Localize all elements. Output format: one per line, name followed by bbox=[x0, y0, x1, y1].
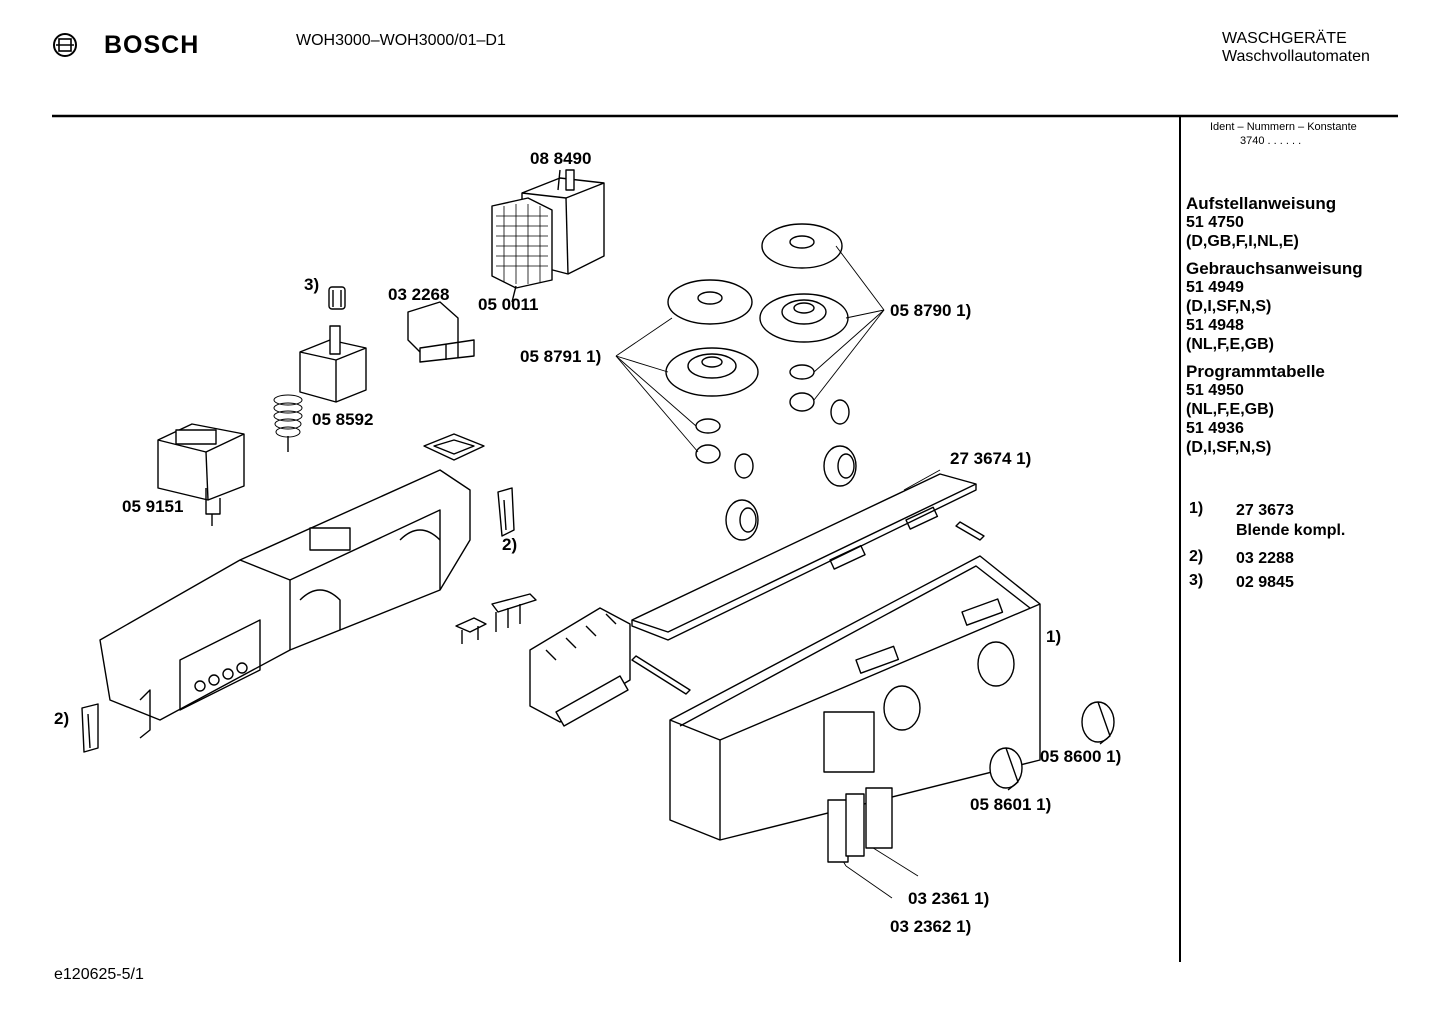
label-27-3674: 27 3674 1) bbox=[950, 449, 1031, 468]
note-3-line-1: 02 9845 bbox=[1236, 574, 1294, 591]
category-line-1: WASCHGERÄTE bbox=[1222, 30, 1347, 47]
section-title: Gebrauchsanweisung bbox=[1186, 259, 1363, 278]
label-03-2362: 03 2362 1) bbox=[890, 917, 971, 936]
ident-label: Ident – Nummern – Konstante bbox=[1210, 121, 1357, 133]
push-buttons-part bbox=[827, 787, 893, 863]
label-note-3: 3) bbox=[304, 275, 319, 294]
label-05-8790: 05 8790 1) bbox=[890, 301, 971, 320]
section-title: Aufstellanweisung bbox=[1186, 194, 1337, 213]
note-1-line-1: 27 3673 bbox=[1236, 502, 1294, 519]
section-line: (D,I,SF,N,S) bbox=[1186, 439, 1272, 456]
frame-part bbox=[423, 433, 485, 461]
section-line: (NL,F,E,GB) bbox=[1186, 336, 1274, 353]
cover-plate-part bbox=[631, 473, 985, 695]
ident-value: 3740 . . . . . . bbox=[1240, 135, 1302, 147]
label-03-2361: 03 2361 1) bbox=[908, 889, 989, 908]
note-1-line-2: Blende kompl. bbox=[1236, 522, 1346, 539]
drawing-id: e120625-5/1 bbox=[54, 966, 144, 983]
relay-part bbox=[157, 423, 245, 526]
spring-clip-part bbox=[81, 487, 515, 753]
section-line: (NL,F,E,GB) bbox=[1186, 401, 1274, 418]
section-line: 51 4949 bbox=[1186, 279, 1244, 296]
note-3-key: 3) bbox=[1189, 572, 1204, 589]
label-05-8592: 05 8592 bbox=[312, 410, 373, 429]
section-line: 51 4948 bbox=[1186, 317, 1244, 334]
note-1-key: 1) bbox=[1189, 500, 1204, 517]
selector-switch-part bbox=[273, 325, 367, 452]
front-panel-part bbox=[669, 555, 1041, 841]
section-line: 51 4750 bbox=[1186, 214, 1244, 231]
section-line: 51 4950 bbox=[1186, 382, 1244, 399]
label-note-2-upper: 2) bbox=[502, 535, 517, 554]
note-2-key: 2) bbox=[1189, 548, 1204, 565]
control-knobs-part bbox=[989, 701, 1115, 791]
timer-motor-part bbox=[491, 169, 605, 303]
section-programmtabelle: Programmtabelle 51 4950 (NL,F,E,GB) 51 4… bbox=[1186, 362, 1416, 457]
label-note-1: 1) bbox=[1046, 627, 1061, 646]
label-05-8600: 05 8600 1) bbox=[1040, 747, 1121, 766]
brand-name: BOSCH bbox=[104, 31, 200, 59]
label-note-2-lower: 2) bbox=[54, 709, 69, 728]
label-08-8490: 08 8490 bbox=[530, 149, 591, 168]
small-clip-part bbox=[328, 286, 346, 310]
bosch-logo bbox=[52, 32, 78, 63]
section-line: (D,I,SF,N,S) bbox=[1186, 298, 1272, 315]
category-line-2: Waschvollautomaten bbox=[1222, 48, 1370, 65]
section-line: 51 4936 bbox=[1186, 420, 1244, 437]
bosch-armature-icon bbox=[53, 33, 77, 57]
label-03-2268: 03 2268 bbox=[388, 285, 449, 304]
contact-springs-part bbox=[455, 593, 537, 644]
gear-wheels-part bbox=[725, 399, 857, 541]
label-05-0011: 05 0011 bbox=[478, 295, 539, 314]
document-sections: Aufstellanweisung 51 4750 (D,GB,F,I,NL,E… bbox=[1186, 194, 1416, 457]
section-line: (D,GB,F,I,NL,E) bbox=[1186, 233, 1299, 250]
cam-discs-part bbox=[665, 223, 849, 464]
section-gebrauchsanweisung: Gebrauchsanweisung 51 4949 (D,I,SF,N,S) … bbox=[1186, 259, 1416, 354]
model-number: WOH3000–WOH3000/01–D1 bbox=[296, 32, 506, 49]
push-button-switch-part bbox=[529, 607, 631, 727]
label-05-8601: 05 8601 1) bbox=[970, 795, 1051, 814]
note-2-line-1: 03 2288 bbox=[1236, 550, 1294, 567]
label-05-8791: 05 8791 1) bbox=[520, 347, 601, 366]
section-title: Programmtabelle bbox=[1186, 362, 1325, 381]
label-05-9151: 05 9151 bbox=[122, 497, 183, 516]
section-aufstellanweisung: Aufstellanweisung 51 4750 (D,GB,F,I,NL,E… bbox=[1186, 194, 1416, 251]
connector-part bbox=[407, 301, 475, 363]
control-chassis-part bbox=[99, 469, 471, 739]
